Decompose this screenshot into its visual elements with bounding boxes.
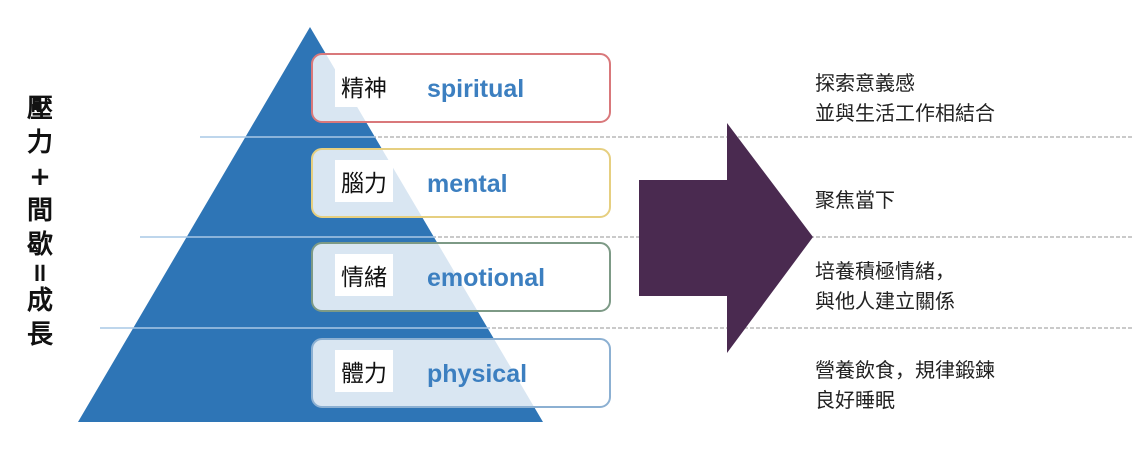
description-spiritual: 探索意義感 並與生活工作相結合 <box>815 68 995 128</box>
level-en: mental <box>427 170 508 198</box>
description-line: 探索意義感 <box>815 71 915 95</box>
description-line: 良好睡眠 <box>815 388 895 412</box>
level-zh: 體力 <box>335 350 393 392</box>
level-zh: 腦力 <box>335 160 393 202</box>
level-box-emotional: 情緒 emotional <box>311 242 611 312</box>
level-zh: 情緒 <box>335 254 393 296</box>
description-line: 營養飲食，規律鍛鍊 <box>815 358 995 382</box>
level-box-spiritual: 精神 spiritual <box>311 53 611 123</box>
description-line: 培養積極情緒， <box>815 259 955 283</box>
level-zh: 精神 <box>335 65 393 107</box>
level-en: spiritual <box>427 75 525 103</box>
description-line: 並與生活工作相結合 <box>815 101 995 125</box>
pyramid <box>78 27 543 422</box>
arrow-right-icon <box>639 123 813 353</box>
description-mental: 聚焦當下 <box>815 185 895 215</box>
description-line: 聚焦當下 <box>815 188 895 212</box>
side-char: + <box>29 162 51 192</box>
side-char: 歇 <box>26 230 53 260</box>
side-char: 長 <box>26 319 53 350</box>
side-char: 成 <box>26 285 53 316</box>
side-label: 壓 力 + 間 歇 = 成 長 <box>22 92 58 352</box>
description-line: 與他人建立關係 <box>815 289 955 313</box>
side-char: 力 <box>26 128 53 158</box>
side-char: = <box>25 262 55 284</box>
side-char: 間 <box>26 196 53 226</box>
level-en: physical <box>427 360 528 388</box>
level-en: emotional <box>427 264 546 292</box>
level-box-physical: 體力 physical <box>311 338 611 408</box>
level-box-mental: 腦力 mental <box>311 148 611 218</box>
description-emotional: 培養積極情緒， 與他人建立關係 <box>815 256 955 316</box>
side-char: 壓 <box>26 94 53 124</box>
description-physical: 營養飲食，規律鍛鍊 良好睡眠 <box>815 355 995 415</box>
